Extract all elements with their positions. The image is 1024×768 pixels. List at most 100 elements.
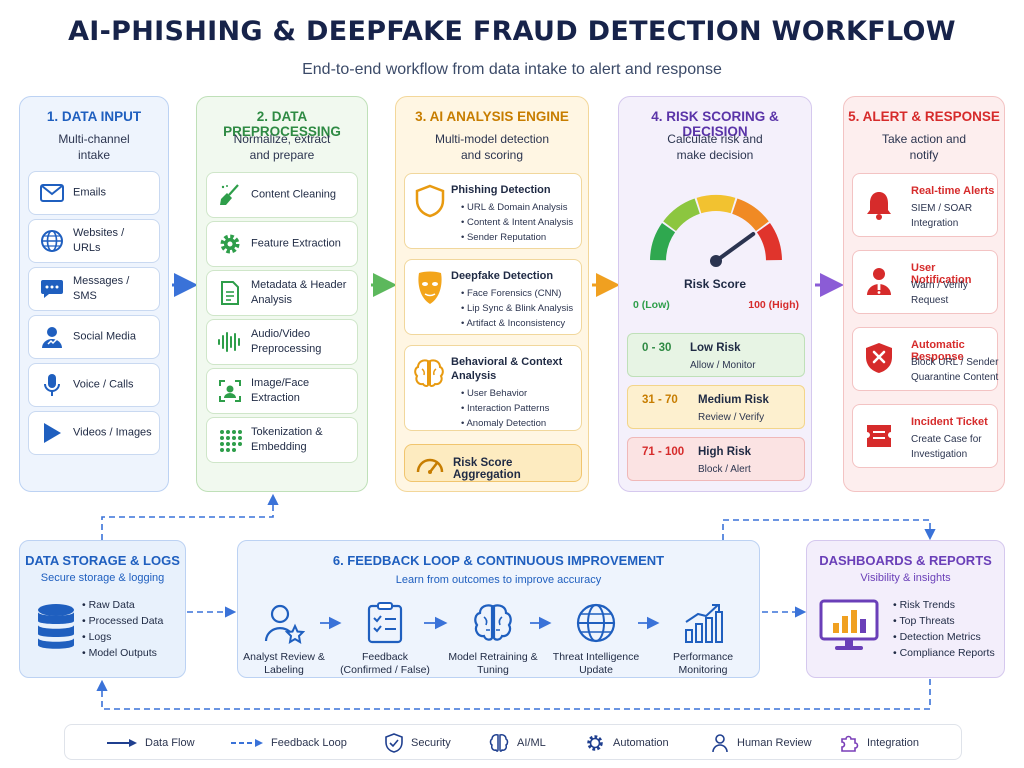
input-label: Emails: [73, 186, 107, 199]
risk-level-medium[interactable]: 31 - 70 Medium Risk Review / Verify: [627, 385, 805, 429]
module-point: Anomaly Detection: [461, 416, 549, 431]
stage-subtitle: Take action and notify: [881, 132, 967, 162]
dashboards-title: DASHBOARDS & REPORTS: [819, 553, 992, 568]
feedback-step-arrows: [320, 616, 660, 630]
module-points: Face Forensics (CNN) Lip Sync & Blink An…: [461, 286, 573, 331]
feedback-step-feedback[interactable]: Feedback (Confirmed / False): [340, 601, 430, 677]
input-label: Voice / Calls: [73, 378, 134, 391]
gauge-label: Risk Score: [683, 277, 747, 291]
module-title: Behavioral & Context Analysis: [451, 356, 563, 382]
stage-data-preprocessing: 2. DATA PREPROCESSING Normalize, extract…: [196, 96, 368, 492]
risk-level-low[interactable]: 0 - 30 Low Risk Allow / Monitor: [627, 333, 805, 377]
storage-item: Logs: [82, 629, 163, 645]
shield-check-icon: [385, 733, 403, 753]
legend-ai-ml: AI/ML: [489, 725, 546, 761]
alert-item-incident-ticket[interactable]: Incident Ticket Create Case for Investig…: [852, 404, 998, 468]
input-label: Videos / Images: [73, 426, 152, 439]
prep-item-feature-extraction[interactable]: Feature Extraction: [206, 221, 358, 267]
legend-label: Human Review: [737, 737, 812, 749]
stage-title: 1. DATA INPUT: [46, 109, 142, 124]
bell-icon: [865, 190, 893, 225]
dashboards-list: Risk Trends Top Threats Detection Metric…: [893, 597, 995, 661]
input-item-websites[interactable]: Websites / URLs: [28, 219, 160, 263]
gear-icon: [587, 735, 603, 751]
input-item-emails[interactable]: Emails: [28, 171, 160, 215]
stage-subtitle: Normalize, extract and prepare: [233, 132, 331, 162]
legend-feedback-loop: Feedback Loop: [231, 725, 347, 761]
input-label: Social Media: [73, 330, 136, 343]
feedback-step-label: Feedback (Confirmed / False): [340, 651, 430, 676]
gauge-segment-1: [663, 198, 701, 232]
risk-gauge: [650, 195, 782, 267]
stage-alert-response: 5. ALERT & RESPONSE Take action and noti…: [843, 96, 1005, 492]
dashboards-item: Detection Metrics: [893, 629, 995, 645]
module-deepfake-detection[interactable]: Deepfake Detection Face Forensics (CNN) …: [404, 259, 582, 335]
input-item-videos[interactable]: Videos / Images: [28, 411, 160, 455]
feedback-step-performance[interactable]: Performance Monitoring: [658, 601, 748, 677]
alert-item-user-notification[interactable]: User Notification Warn / Verify Request: [852, 250, 998, 314]
stage-risk-scoring: 4. RISK SCORING & DECISION Calculate ris…: [618, 96, 812, 492]
feedback-step-analyst-review[interactable]: Analyst Review & Labeling: [239, 601, 329, 677]
stage-subtitle: Multi-channel intake: [58, 132, 130, 162]
page-subtitle: End-to-end workflow from data intake to …: [302, 61, 722, 78]
alert-title: Automatic Response: [911, 339, 965, 363]
risk-level-high[interactable]: 71 - 100 High Risk Block / Alert: [627, 437, 805, 481]
prep-label: Feature Extraction: [251, 237, 341, 250]
alert-desc: Block URL / Sender Quarantine Content: [911, 357, 999, 383]
bar-chart-trend-icon: [681, 601, 725, 645]
feedback-step-threat-intel[interactable]: Threat Intelligence Update: [551, 601, 641, 677]
risk-level-name: Medium Risk: [698, 394, 769, 406]
input-item-social-media[interactable]: Social Media: [28, 315, 160, 359]
stage-title: 5. ALERT & RESPONSE: [848, 109, 1000, 124]
brain-circuit-icon: [471, 601, 515, 645]
risk-range: 0 - 30: [642, 342, 672, 354]
dashboards-item: Top Threats: [893, 613, 995, 629]
face-scan-icon: [217, 378, 243, 404]
user-warning-icon: [865, 266, 893, 301]
brain-icon: [413, 358, 445, 393]
envelope-icon: [39, 180, 65, 206]
prep-item-tokenization[interactable]: Tokenization & Embedding: [206, 417, 358, 463]
feedback-step-model-retraining[interactable]: Model Retraining & Tuning: [448, 601, 538, 677]
legend-label: AI/ML: [517, 737, 546, 749]
module-point: Artifact & Inconsistency: [461, 316, 573, 331]
alert-desc: Create Case for Investigation: [911, 434, 982, 460]
module-point: URL & Domain Analysis: [461, 200, 573, 215]
mask-icon: [415, 270, 445, 311]
risk-action: Allow / Monitor: [690, 360, 756, 371]
prep-item-content-cleaning[interactable]: Content Cleaning: [206, 172, 358, 218]
prep-label: Content Cleaning: [251, 188, 337, 201]
input-item-voice[interactable]: Voice / Calls: [28, 363, 160, 407]
storage-title: DATA STORAGE & LOGS: [25, 553, 180, 568]
alert-title: User Notification: [911, 262, 972, 286]
legend-label: Integration: [867, 737, 919, 749]
prep-item-metadata[interactable]: Metadata & Header Analysis: [206, 270, 358, 316]
alert-item-realtime[interactable]: Real-time Alerts SIEM / SOAR Integration: [852, 173, 998, 237]
gauge-min-label: 0 (Low): [633, 299, 670, 311]
prep-label: Metadata & Header Analysis: [251, 279, 347, 306]
prep-label: Audio/Video Preprocessing: [251, 328, 322, 355]
module-behavioral-analysis[interactable]: Behavioral & Context Analysis User Behav…: [404, 345, 582, 431]
feedback-title: 6. FEEDBACK LOOP & CONTINUOUS IMPROVEMEN…: [332, 553, 665, 568]
input-item-messages[interactable]: Messages / SMS: [28, 267, 160, 311]
alert-title: Real-time Alerts: [911, 185, 995, 197]
feedback-storage-to-preprocessing: [101, 493, 279, 540]
dashboards-item: Risk Trends: [893, 597, 995, 613]
gauge-max-label: 100 (High): [748, 299, 799, 311]
feedback-step-label: Model Retraining & Tuning: [448, 651, 538, 676]
prep-item-audio-video[interactable]: Audio/Video Preprocessing: [206, 319, 358, 365]
monitor-chart-icon: [819, 599, 879, 658]
prep-item-image-face[interactable]: Image/Face Extraction: [206, 368, 358, 414]
shield-block-icon: [865, 342, 893, 379]
storage-list: Raw Data Processed Data Logs Model Outpu…: [82, 597, 164, 661]
gauge-needle: [714, 231, 756, 263]
legend-label: Automation: [613, 737, 669, 749]
checklist-icon: [363, 601, 407, 645]
stage-subtitle: Multi-model detection and scoring: [434, 132, 550, 162]
module-phishing-detection[interactable]: Phishing Detection URL & Domain Analysis…: [404, 173, 582, 249]
stage-data-input: 1. DATA INPUT Multi-channel intake Email…: [19, 96, 169, 492]
module-point: Interaction Patterns: [461, 401, 549, 416]
risk-score-aggregation[interactable]: Risk Score Aggregation: [404, 444, 582, 482]
alert-item-automatic-response[interactable]: Automatic Response Block URL / Sender Qu…: [852, 327, 998, 391]
